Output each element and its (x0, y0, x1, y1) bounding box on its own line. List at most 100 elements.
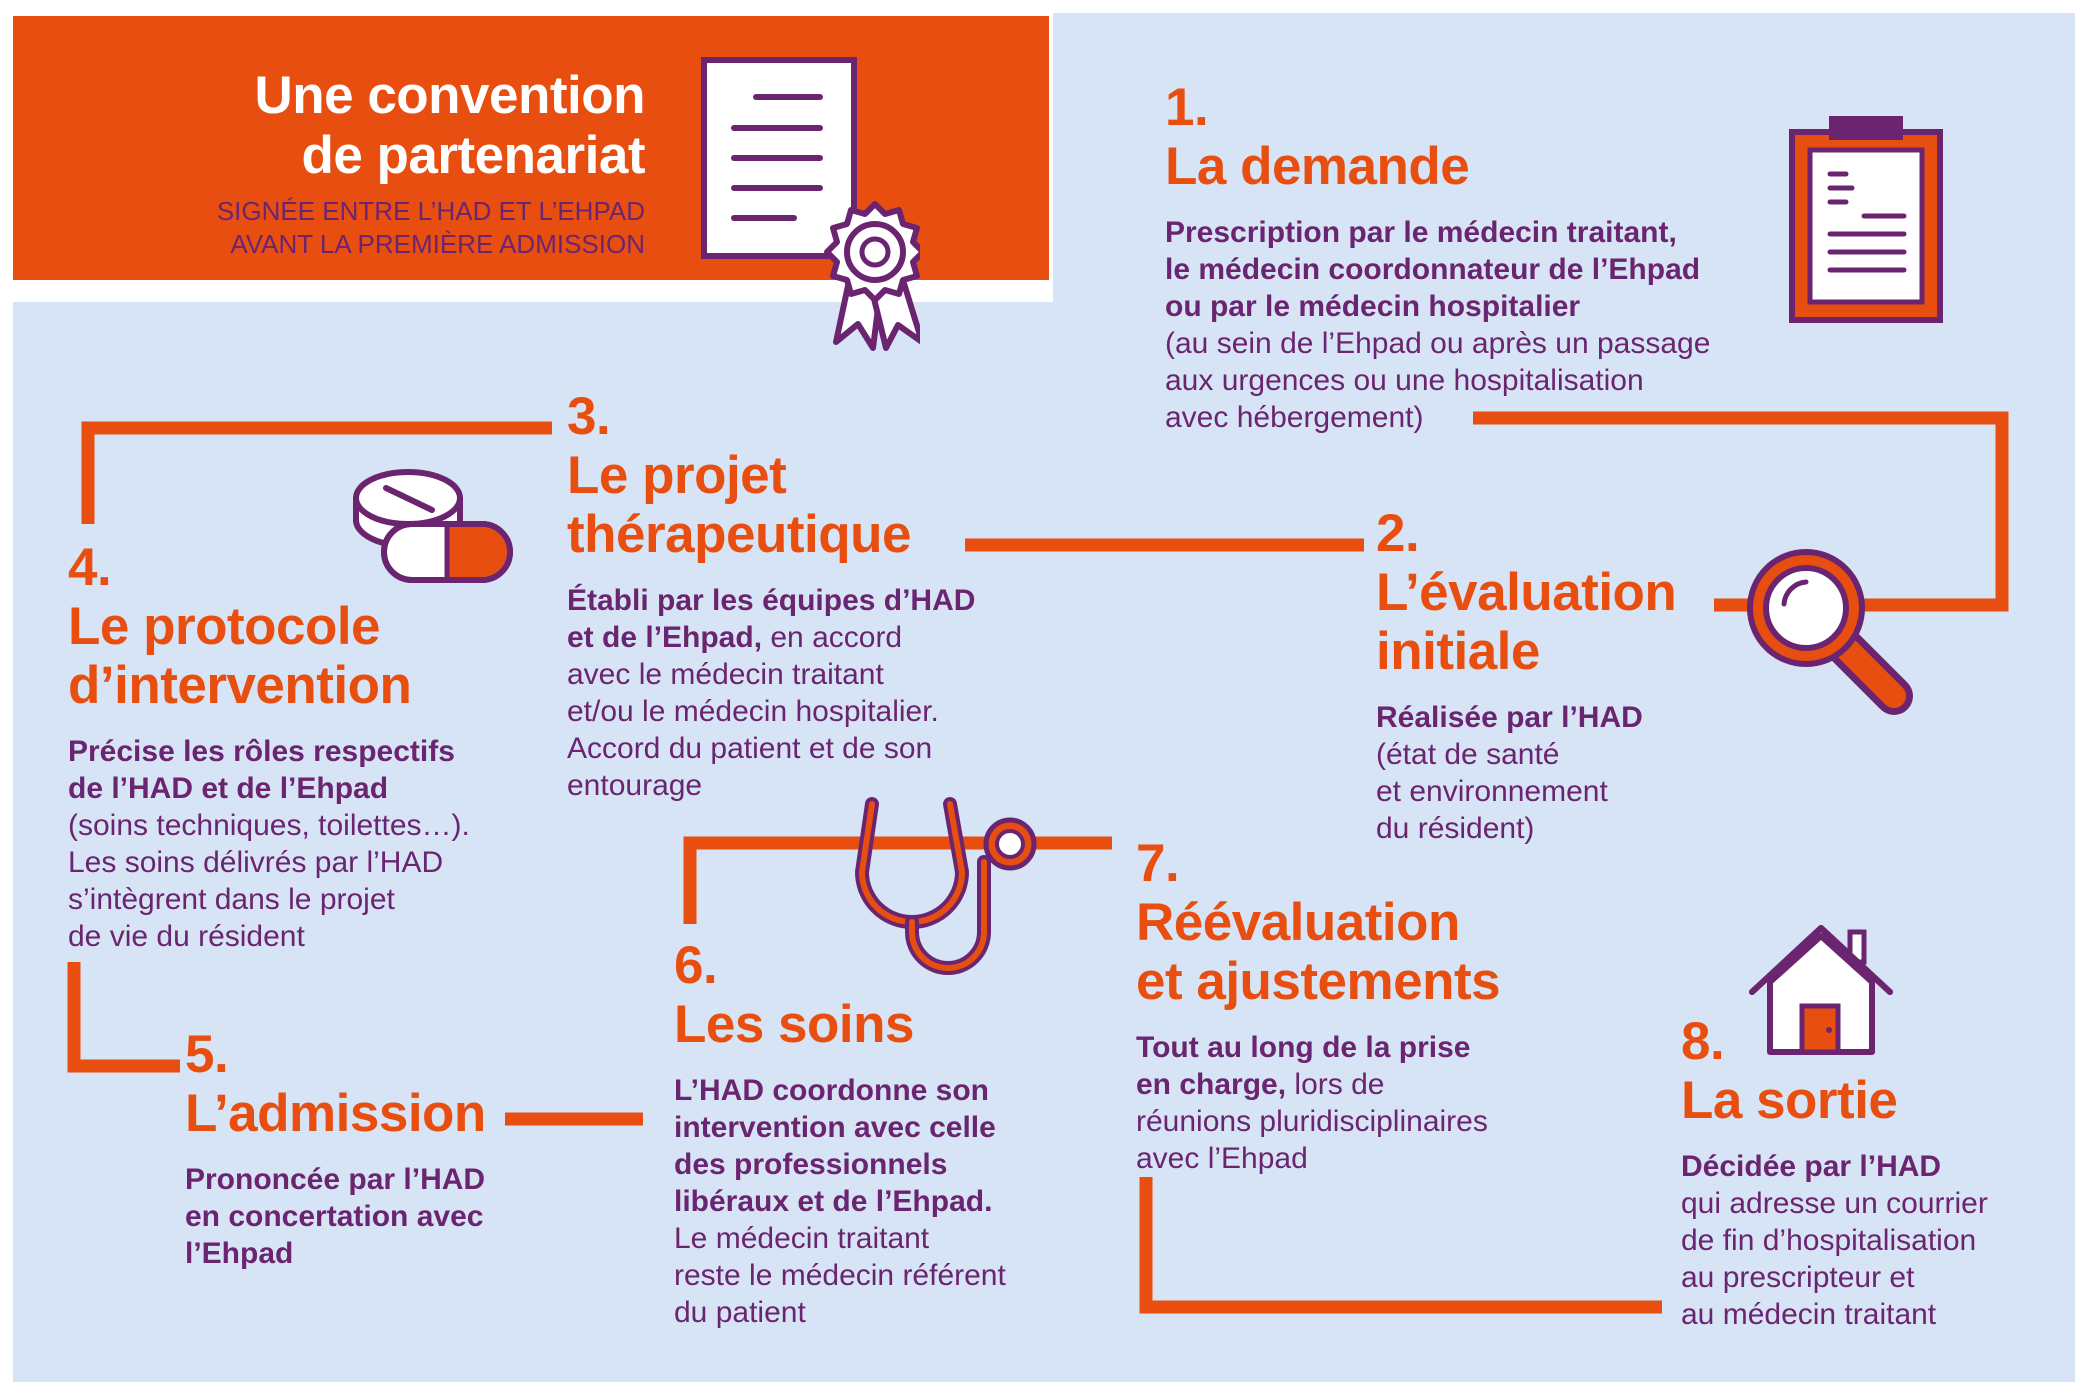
step-text-line: de vie du résident (68, 920, 305, 953)
step-number: 1. (1165, 78, 1209, 137)
header-subtitle-line-2: AVANT LA PREMIÈRE ADMISSION (230, 229, 645, 259)
step-text-line: avec l’Ehpad (1136, 1142, 1308, 1175)
step-description: Réalisée par l’HAD (état de santé et env… (1376, 699, 1676, 847)
step-text-line: s’intègrent dans le projet (68, 883, 395, 916)
header-title-line-1: Une convention (254, 66, 645, 125)
step-text-line: avec le médecin traitant (567, 658, 884, 691)
step-description: Décidée par l’HAD qui adresse un courrie… (1681, 1148, 1988, 1333)
certificate-icon (701, 57, 920, 351)
step-8: 8. La sortie Décidée par l’HAD qui adres… (1681, 1012, 1988, 1333)
step-title-line: et ajustements (1136, 952, 1501, 1011)
step-description: Prononcée par l’HAD en concertation avec… (185, 1161, 486, 1272)
step-title-line: thérapeutique (567, 505, 911, 564)
step-title-line: L’admission (185, 1084, 486, 1143)
step-bold-line: et de l’Ehpad, (567, 621, 763, 654)
step-bold-line: Décidée par l’HAD (1681, 1150, 1942, 1183)
step-bold-line: libéraux et de l’Ehpad. (674, 1185, 993, 1218)
step-bold-line: Tout au long de la prise (1136, 1031, 1471, 1064)
step-text-line: (soins techniques, toilettes…). (68, 809, 470, 842)
step-3: 3. Le projet thérapeutique Établi par le… (567, 387, 975, 804)
step-bold-line: Précise les rôles respectifs (68, 735, 455, 768)
step-bold-line: de l’HAD et de l’Ehpad (68, 772, 389, 805)
clipboard-icon (1789, 116, 1943, 323)
step-bold-line: des professionnels (674, 1148, 948, 1181)
step-text-line: Accord du patient et de son (567, 732, 933, 765)
step-bold-line: intervention avec celle (674, 1111, 996, 1144)
step-text-line: (au sein de l’Ehpad ou après un passage (1165, 327, 1711, 360)
connector-6-7 (683, 836, 1112, 924)
step-title-line: Le projet (567, 446, 787, 505)
step-text-line: (état de santé (1376, 738, 1560, 771)
step-number: 7. (1136, 834, 1180, 893)
step-title-line: L’évaluation (1376, 563, 1677, 622)
step-title: La sortie (1681, 1071, 1988, 1130)
step-text-line: au médecin traitant (1681, 1298, 1937, 1331)
step-title-line: d’intervention (68, 656, 412, 715)
step-title: Le projet thérapeutique (567, 446, 975, 564)
step-title: Réévaluation et ajustements (1136, 893, 1501, 1011)
step-2: 2. L’évaluation initiale Réalisée par l’… (1376, 504, 1677, 847)
step-number: 4. (68, 538, 112, 597)
step-title-line: Les soins (674, 995, 914, 1054)
step-description: L’HAD coordonne son intervention avec ce… (674, 1072, 1006, 1331)
step-text-line: de fin d’hospitalisation (1681, 1224, 1977, 1257)
step-text-line: entourage (567, 769, 703, 802)
step-text-line: et environnement (1376, 775, 1608, 808)
step-bold-line: Prononcée par l’HAD (185, 1163, 486, 1196)
step-bold-line: ou par le médecin hospitalier (1165, 290, 1581, 323)
connector-3-4 (81, 421, 552, 524)
step-title-line: Réévaluation (1136, 893, 1460, 952)
step-description: Prescription par le médecin traitant, le… (1165, 214, 1710, 436)
connector-4-5 (67, 962, 180, 1073)
step-title: Le protocole d’intervention (68, 597, 470, 715)
step-description: Établi par les équipes d’HAD et de l’Ehp… (567, 582, 975, 804)
step-text-line: avec hébergement) (1165, 401, 1424, 434)
step-title: L’évaluation initiale (1376, 563, 1677, 681)
step-6: 6. Les soins L’HAD coordonne son interve… (674, 936, 1006, 1331)
step-title: La demande (1165, 137, 1710, 196)
magnifier-icon (1747, 549, 1913, 715)
stethoscope-icon (854, 797, 1037, 975)
step-7: 7. Réévaluation et ajustements Tout au l… (1136, 834, 1501, 1177)
step-bold-line: en concertation avec (185, 1200, 484, 1233)
step-4: 4. Le protocole d’intervention Précise l… (68, 538, 470, 955)
step-title: Les soins (674, 995, 1006, 1054)
step-text-inline: en accord (762, 621, 903, 654)
header-title-line-2: de partenariat (301, 126, 645, 185)
step-title-line: initiale (1376, 622, 1540, 681)
step-5: 5. L’admission Prononcée par l’HAD en co… (185, 1025, 486, 1272)
step-description: Tout au long de la prise en charge, lors… (1136, 1029, 1500, 1177)
step-bold-line: le médecin coordonnateur de l’Ehpad (1165, 253, 1701, 286)
house-icon (1749, 925, 1893, 1055)
step-bold-line: l’Ehpad (185, 1237, 294, 1270)
step-title-line: La sortie (1681, 1071, 1898, 1130)
step-number: 6. (674, 936, 718, 995)
step-text-line: réunions pluridisciplinaires (1136, 1105, 1488, 1138)
step-title-line: Le protocole (68, 597, 381, 656)
step-bold-line: Réalisée par l’HAD (1376, 701, 1643, 734)
step-bold-line: en charge, (1136, 1068, 1287, 1101)
header-title: Une convention de partenariat (133, 66, 645, 186)
step-description: Précise les rôles respectifs de l’HAD et… (68, 733, 470, 955)
pills-icon (353, 469, 513, 583)
step-text-line: reste le médecin référent (674, 1259, 1006, 1292)
step-text-line: et/ou le médecin hospitalier. (567, 695, 939, 728)
header-subtitle: SIGNÉE ENTRE L’HAD ET L’EHPAD AVANT LA P… (133, 195, 645, 261)
step-number: 5. (185, 1025, 229, 1084)
header-subtitle-line-1: SIGNÉE ENTRE L’HAD ET L’EHPAD (216, 196, 645, 226)
step-text-line: Le médecin traitant (674, 1222, 930, 1255)
step-text-line: aux urgences ou une hospitalisation (1165, 364, 1644, 397)
step-number: 2. (1376, 504, 1420, 563)
step-1: 1. La demande Prescription par le médeci… (1165, 78, 1710, 436)
step-bold-line: L’HAD coordonne son (674, 1074, 989, 1107)
step-bold-line: Prescription par le médecin traitant, (1165, 216, 1677, 249)
step-text-line: qui adresse un courrier (1681, 1187, 1988, 1220)
step-text-line: du patient (674, 1296, 806, 1329)
step-text-line: du résident) (1376, 812, 1535, 845)
step-bold-line: Établi par les équipes d’HAD (567, 584, 976, 617)
header-banner: Une convention de partenariat SIGNÉE ENT… (13, 16, 1049, 280)
step-title-line: La demande (1165, 137, 1470, 196)
step-number: 3. (567, 387, 611, 446)
step-text-line: au prescripteur et (1681, 1261, 1915, 1294)
